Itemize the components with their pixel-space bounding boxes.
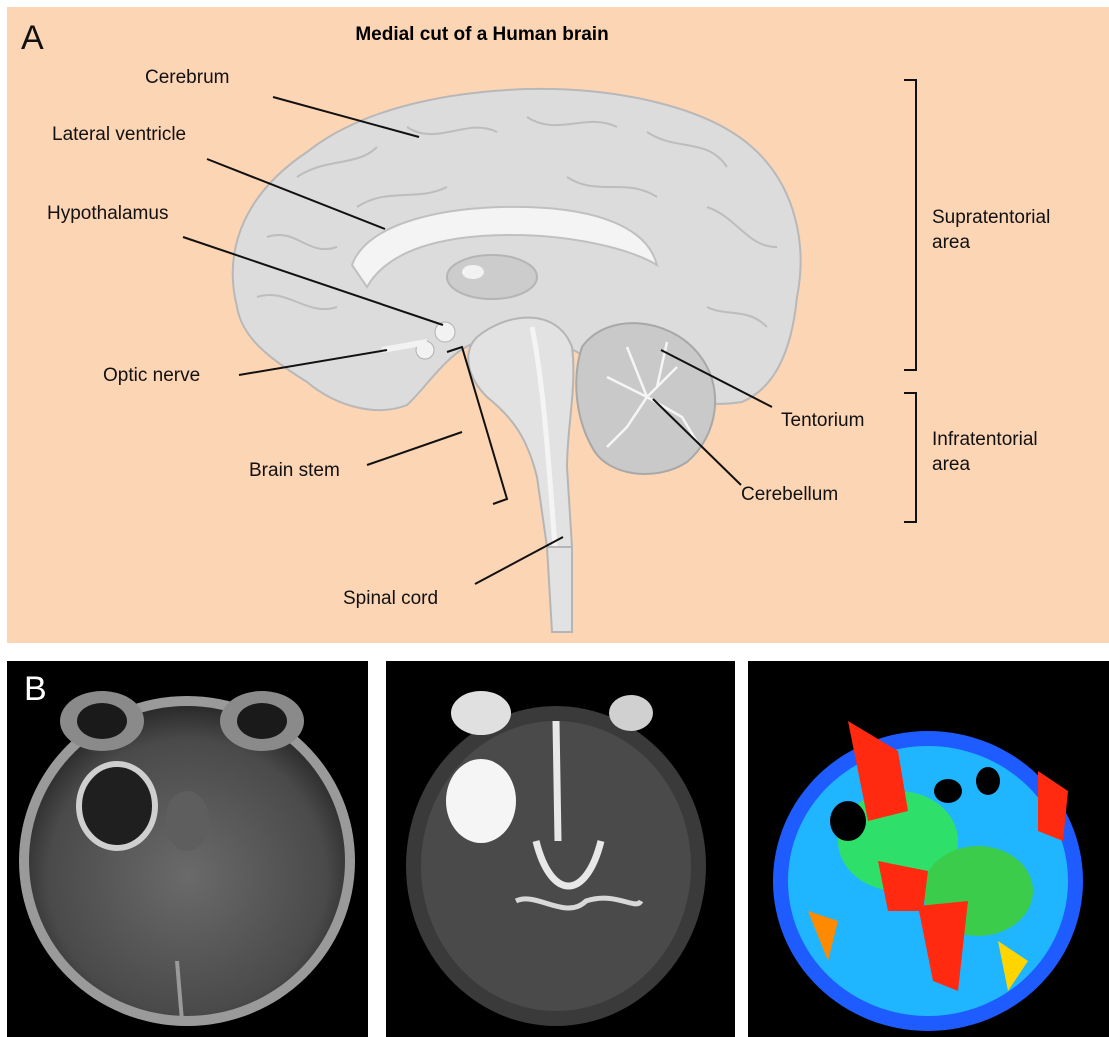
- label-cerebellum: Cerebellum: [741, 484, 838, 506]
- thalamus-shape: [447, 255, 537, 299]
- label-infratentorial-area: area: [932, 454, 970, 476]
- mri-perfusion-image: [748, 661, 1109, 1037]
- mri-t1-image: [7, 661, 368, 1037]
- label-hypothalamus: Hypothalamus: [47, 203, 168, 225]
- brain-stem-shape: [468, 318, 573, 547]
- label-supratentorial-area: area: [932, 232, 970, 254]
- label-lateral-ventricle: Lateral ventricle: [52, 124, 186, 146]
- label-brain-stem: Brain stem: [249, 460, 340, 482]
- label-infratentorial: Infratentorial: [932, 429, 1038, 451]
- mri-diffusion-image: [386, 661, 735, 1037]
- label-supratentorial: Supratentorial: [932, 207, 1050, 229]
- label-tentorium: Tentorium: [781, 410, 864, 432]
- panel-letter-b: B: [24, 672, 47, 706]
- spinal-cord-shape: [547, 547, 572, 632]
- label-optic-nerve: Optic nerve: [103, 365, 200, 387]
- diagram-title: Medial cut of a Human brain: [7, 24, 957, 46]
- label-spinal-cord: Spinal cord: [343, 588, 438, 610]
- panel-a: A Medial cut of a Human brain Cerebrum L…: [7, 7, 1109, 643]
- brain-illustration: [7, 7, 1109, 643]
- label-cerebrum: Cerebrum: [145, 67, 229, 89]
